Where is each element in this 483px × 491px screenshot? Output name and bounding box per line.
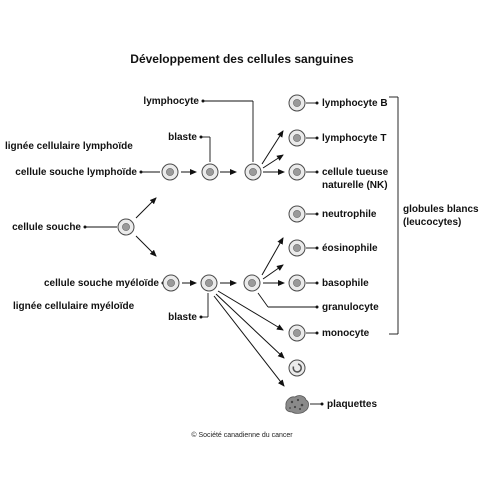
cell-platelet-precursor xyxy=(288,359,306,377)
diagram-title: Développement des cellules sanguines xyxy=(130,52,354,66)
cell-stem xyxy=(117,218,135,236)
label-blaste-bottom: blaste xyxy=(168,312,197,323)
label-blaste-top: blaste xyxy=(168,132,197,143)
cell-eosinophile xyxy=(288,239,306,257)
connector-lymphocyte-b xyxy=(306,101,319,105)
label-cellule-souche-myeloide: cellule souche myéloïde xyxy=(44,278,159,289)
label-basophile: basophile xyxy=(322,278,369,289)
connector-blaste-top xyxy=(199,135,211,162)
label-lymphocyte-t: lymphocyte T xyxy=(322,133,386,144)
label-lignee-myeloide: lignée cellulaire myéloïde xyxy=(13,301,135,312)
connector-lymphocyte xyxy=(201,99,254,162)
connector-blaste-bottom xyxy=(199,293,209,319)
copyright: © Société canadienne du cancer xyxy=(191,431,293,439)
connector-granulocyte xyxy=(257,292,319,309)
connector-nk xyxy=(306,170,319,174)
label-lymphocyte: lymphocyte xyxy=(143,96,199,107)
cell-myeloid-stem xyxy=(162,274,180,292)
cell-granulocyte-precursor xyxy=(243,274,261,292)
cell-lymphocyte-t xyxy=(288,129,306,147)
cell-lymphocyte-b xyxy=(288,94,306,112)
connector-monocyte xyxy=(306,331,319,335)
label-cellule-souche-lymphoide: cellule souche lymphoïde xyxy=(15,167,137,178)
connector-lymphocyte-t xyxy=(306,136,319,140)
label-nk-line1: cellule tueuse xyxy=(322,167,389,178)
connector-plaquettes xyxy=(310,402,324,406)
cell-lymphoid-blast xyxy=(201,163,219,181)
cell-lymphoid-stem xyxy=(161,163,179,181)
cell-basophile xyxy=(288,274,306,292)
cell-nk xyxy=(288,163,306,181)
cell-neutrophile xyxy=(288,205,306,223)
bracket-globules-blancs xyxy=(389,96,399,335)
label-monocyte: monocyte xyxy=(322,328,370,339)
label-nk-line2: naturelle (NK) xyxy=(322,180,388,191)
label-lignee-lymphoide: lignée cellulaire lymphoïde xyxy=(5,141,133,152)
label-neutrophile: neutrophile xyxy=(322,209,377,220)
connector-basophile xyxy=(306,281,319,285)
connector-neutrophile xyxy=(306,212,319,216)
label-cellule-souche: cellule souche xyxy=(12,222,81,233)
arrows xyxy=(135,130,285,387)
label-eosinophile: éosinophile xyxy=(322,243,378,254)
label-globules-line2: (leucocytes) xyxy=(403,217,461,228)
cell-monocyte xyxy=(288,324,306,342)
label-granulocyte: granulocyte xyxy=(322,302,379,313)
label-plaquettes: plaquettes xyxy=(327,399,377,410)
label-globules-line1: globules blancs xyxy=(403,204,479,215)
cell-lymphocyte xyxy=(244,163,262,181)
connector-cellule-souche xyxy=(83,225,117,229)
cell-myeloid-blast xyxy=(200,274,218,292)
platelets-icon xyxy=(285,395,309,414)
label-lymphocyte-b: lymphocyte B xyxy=(322,98,388,109)
connector-eosinophile xyxy=(306,246,319,250)
connector-souche-lymphoide xyxy=(139,170,160,174)
